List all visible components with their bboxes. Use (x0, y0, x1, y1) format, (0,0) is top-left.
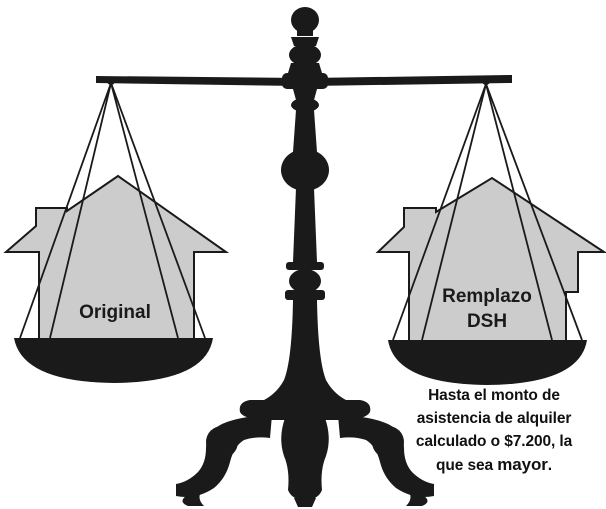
scale-column (260, 7, 350, 402)
right-house-icon (375, 176, 606, 343)
replacement-note: Hasta el monto de asistencia de alquiler… (396, 384, 592, 477)
note-line-4-suffix: . (547, 457, 552, 474)
scale-base (176, 400, 434, 507)
note-line-1: Hasta el monto de (428, 387, 560, 404)
note-line-4-prefix: que sea (436, 457, 498, 474)
right-house (375, 176, 606, 343)
note-line-4: que sea mayor. (396, 453, 592, 477)
left-house-icon (3, 174, 230, 341)
note-line-2: asistencia de alquiler (416, 410, 572, 427)
right-pan-label-line1: Remplazo (442, 286, 532, 307)
left-house (3, 174, 230, 341)
scale-beam (96, 75, 512, 86)
right-pan (388, 340, 587, 385)
left-pan-strings (19, 82, 206, 339)
right-pan-label-line2: DSH (467, 311, 507, 332)
left-pan (14, 338, 213, 383)
note-emphasis: mayor (497, 455, 548, 474)
left-pan-label: Original (79, 302, 151, 323)
note-line-3: calculado o $7.200, la (415, 433, 573, 450)
right-pan-strings (392, 83, 583, 341)
